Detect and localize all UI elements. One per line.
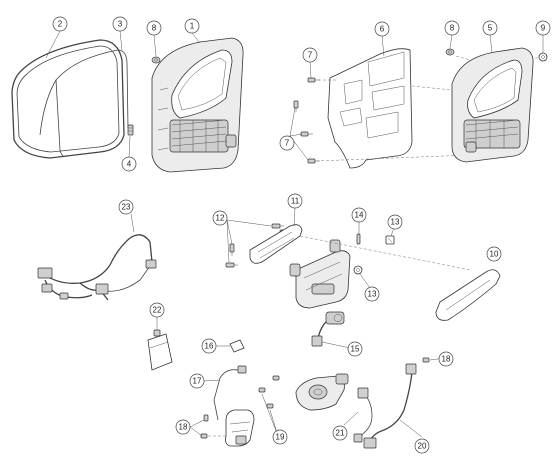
callout-21: 21 [332, 425, 348, 441]
svg-text:7: 7 [308, 51, 313, 60]
part-window-motor [295, 373, 349, 411]
svg-text:10: 10 [490, 250, 499, 259]
svg-text:14: 14 [355, 211, 364, 220]
callout-12: 12 [212, 210, 228, 226]
svg-text:23: 23 [122, 203, 131, 212]
callout-11: 11 [287, 193, 303, 209]
callout-17: 17 [189, 373, 205, 389]
part-3-seal-strip [39, 49, 129, 157]
callout-18-left: 18 [175, 419, 191, 435]
svg-text:18: 18 [179, 423, 188, 432]
part-window-switch-pack [225, 409, 255, 447]
callout-5: 5 [482, 20, 498, 36]
svg-text:13: 13 [368, 290, 377, 299]
part-8-grommet-left [151, 56, 161, 64]
part-22-control-module [147, 329, 173, 371]
callout-7-lower: 7 [279, 135, 295, 151]
svg-text:4: 4 [127, 160, 132, 169]
callout-10: 10 [486, 246, 502, 262]
svg-text:7: 7 [285, 139, 290, 148]
part-23-wiring-harness [37, 234, 157, 301]
callout-2: 2 [52, 16, 68, 32]
callout-20: 20 [414, 438, 430, 454]
svg-text:6: 6 [380, 25, 385, 34]
svg-text:13: 13 [391, 218, 400, 227]
svg-text:2: 2 [58, 20, 63, 29]
callout-7-upper: 7 [302, 47, 318, 63]
svg-text:5: 5 [488, 24, 493, 33]
part-5-door-module [451, 47, 534, 163]
part-2-door-seal [11, 39, 125, 159]
callout-16: 16 [201, 338, 217, 354]
callout-3: 3 [112, 16, 128, 32]
part-1-door-module [151, 37, 244, 173]
part-19-screws [258, 375, 280, 409]
part-18-screws-lower-left [200, 414, 209, 439]
svg-text:12: 12 [216, 214, 225, 223]
callout-1: 1 [184, 18, 200, 34]
callout-9: 9 [535, 20, 551, 36]
svg-text:18: 18 [442, 355, 451, 364]
callout-4: 4 [121, 156, 137, 172]
part-17-wire-lead [213, 365, 247, 421]
part-6-inner-panel [327, 48, 413, 169]
svg-text:19: 19 [276, 433, 285, 442]
part-13-clip-upper [385, 235, 395, 245]
svg-text:22: 22 [153, 306, 162, 315]
svg-text:11: 11 [291, 197, 300, 206]
callout-8-left: 8 [146, 20, 162, 36]
part-handle-bracket [289, 239, 351, 309]
callout-8-right: 8 [444, 20, 460, 36]
svg-text:17: 17 [193, 377, 202, 386]
callout-14: 14 [351, 207, 367, 223]
svg-text:21: 21 [336, 429, 345, 438]
part-15-lock-actuator [311, 311, 345, 347]
part-9-clip [538, 52, 548, 62]
callout-23: 23 [118, 199, 134, 215]
part-18-screw-lower-right [422, 357, 430, 363]
svg-text:8: 8 [152, 24, 157, 33]
part-4-screw [127, 124, 134, 136]
callout-13-lower: 13 [364, 286, 380, 302]
callout-22: 22 [149, 302, 165, 318]
svg-text:16: 16 [205, 342, 214, 351]
callout-13-upper: 13 [387, 214, 403, 230]
svg-text:1: 1 [190, 22, 195, 31]
callout-6: 6 [374, 21, 390, 37]
callout-19: 19 [272, 429, 288, 445]
part-10-outer-handle [435, 269, 501, 321]
part-8-grommet-right [445, 48, 455, 56]
part-13-clip-lower [353, 265, 363, 275]
callout-bubbles: 1 2 3 4 5 6 7 7 8 8 9 10 11 12 13 13 14 … [52, 16, 551, 454]
part-14-pin [356, 233, 361, 245]
callout-15: 15 [347, 341, 363, 357]
part-16-switch [229, 339, 245, 353]
part-21-wire-lead [353, 387, 373, 443]
svg-text:9: 9 [541, 24, 546, 33]
part-20-wiring-harness [363, 363, 417, 449]
svg-text:8: 8 [450, 24, 455, 33]
part-7-screws [293, 77, 320, 164]
callout-18-right: 18 [438, 351, 454, 367]
svg-text:15: 15 [351, 345, 360, 354]
svg-text:20: 20 [418, 442, 427, 451]
part-11-handle-bezel [249, 224, 303, 264]
svg-text:3: 3 [118, 20, 123, 29]
